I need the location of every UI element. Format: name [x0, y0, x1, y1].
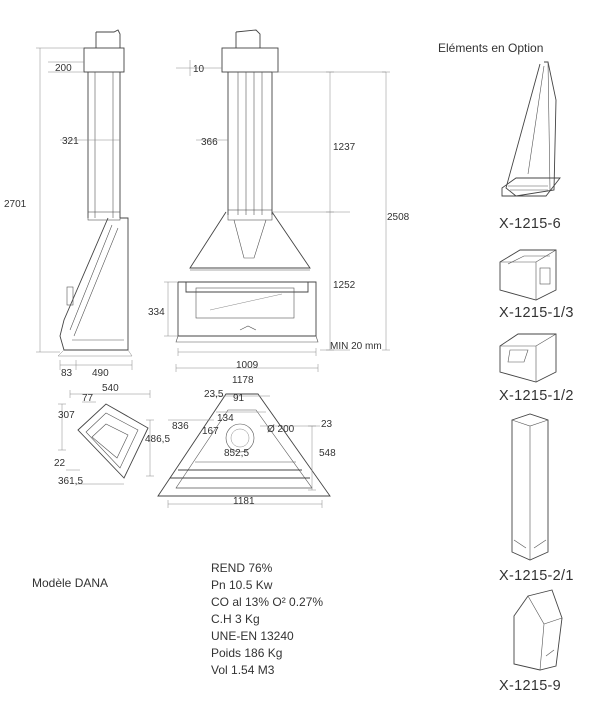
plan-large-depth-dim: 548: [319, 448, 336, 459]
small-plan-view: [58, 390, 154, 485]
plan-large-f-dim: 23: [321, 419, 333, 430]
front-min-dim: MIN 20 mm: [330, 341, 382, 352]
spec-list: REND 76% Pn 10.5 Kw CO al 13% O² 0.27% C…: [211, 561, 323, 677]
plan-small-d1-dim: 307: [58, 410, 75, 421]
front-top-dim: 10: [193, 64, 205, 75]
side-pipe-dim: 321: [62, 136, 79, 147]
option-box-1-drawing: [499, 249, 557, 301]
front-pipe-dim: 366: [201, 137, 218, 148]
spec-line: Poids 186 Kg: [211, 646, 282, 660]
option-bracket-drawing: [501, 61, 561, 197]
plan-large-d-dim: 134: [217, 413, 234, 424]
spec-line: UNE-EN 13240: [211, 629, 294, 643]
option-code-3: X-1215-1/2: [499, 388, 574, 404]
front-upper-dim: 1237: [333, 142, 356, 153]
plan-large-b-dim: 91: [233, 393, 245, 404]
options-title: Eléments en Option: [438, 41, 543, 55]
spec-line: REND 76%: [211, 561, 273, 575]
spec-line: Pn 10.5 Kw: [211, 578, 273, 592]
side-view: [36, 29, 133, 370]
model-name: Modèle DANA: [32, 576, 108, 590]
side-bottom-right-dim: 490: [92, 368, 109, 379]
option-code-1: X-1215-6: [499, 216, 561, 232]
front-inner-dim: 1009: [236, 360, 259, 371]
option-duct-drawing: [511, 413, 549, 561]
plan-large-g-dim: 852,5: [224, 448, 249, 459]
plan-large-c-dim: 836: [172, 421, 189, 432]
front-glass-dim: 334: [148, 307, 165, 318]
plan-large-width-dim: 1181: [233, 496, 255, 507]
plan-small-depth-dim: 486,5: [145, 434, 170, 445]
front-total-dim: 2508: [387, 212, 410, 223]
option-code-2: X-1215-1/3: [499, 305, 574, 321]
front-lower-dim: 1252: [333, 280, 356, 291]
spec-line: CO al 13% O² 0.27%: [211, 595, 323, 609]
plan-large-a-dim: 23,5: [204, 389, 224, 400]
plan-small-width-dim: 540: [102, 383, 119, 394]
plan-small-d2-dim: 22: [54, 458, 66, 469]
plan-large-e-dim: 167: [202, 426, 219, 437]
front-view: [164, 29, 390, 372]
large-plan-view: [157, 393, 331, 508]
spec-line: Vol 1.54 M3: [211, 663, 275, 677]
front-outer-dim: 1178: [232, 375, 254, 386]
side-top-dim: 200: [55, 63, 72, 74]
option-elbow-drawing: [513, 589, 563, 671]
side-bottom-left-dim: 83: [61, 368, 73, 379]
spec-line: C.H 3 Kg: [211, 612, 260, 626]
plan-small-bottom-dim: 361,5: [58, 476, 83, 487]
option-code-5: X-1215-9: [499, 678, 561, 694]
option-code-4: X-1215-2/1: [499, 568, 574, 584]
plan-small-w2-dim: 77: [82, 393, 94, 404]
option-box-2-drawing: [499, 333, 557, 383]
plan-large-flue-dim: Ø 200: [267, 424, 295, 435]
side-height-dim: 2701: [4, 199, 27, 210]
